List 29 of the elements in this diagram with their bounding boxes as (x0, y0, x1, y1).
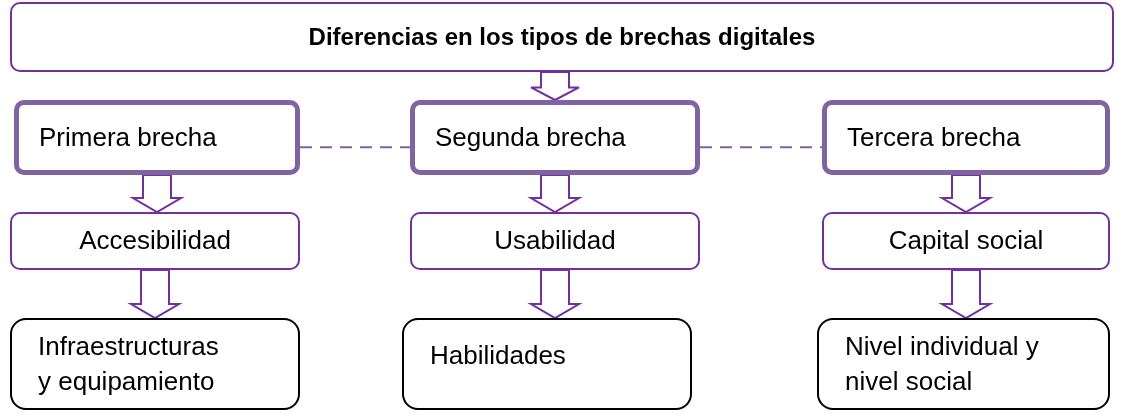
block-arrow (938, 174, 994, 214)
result-box (402, 318, 692, 410)
box-label: Primera brecha (39, 120, 217, 154)
title-box (10, 2, 1114, 72)
dashed-connector (299, 146, 411, 149)
box-label: Accesibilidad (79, 224, 231, 258)
box-label: Capital social (888, 224, 1044, 258)
block-arrow (938, 269, 994, 320)
block-arrow (527, 174, 583, 214)
category-box (410, 100, 700, 175)
category-box (14, 100, 300, 175)
result-box (817, 318, 1110, 410)
process-box (822, 212, 1110, 270)
box-label: Segunda brecha (435, 120, 626, 154)
box-label: Habilidades (430, 339, 566, 372)
process-box (10, 212, 300, 270)
category-box (822, 100, 1110, 175)
box-label: Diferencias en los tipos de brechas digitales (308, 21, 816, 52)
result-box (10, 318, 300, 410)
block-arrow (527, 269, 583, 320)
process-box (410, 212, 700, 270)
block-arrow (127, 269, 183, 320)
block-arrow (530, 71, 580, 102)
box-label: Infraestructuras y equipamiento (38, 329, 220, 398)
box-label: Nivel individual y nivel social (845, 329, 1040, 398)
block-arrow (129, 174, 185, 214)
dashed-connector (699, 146, 823, 149)
box-label: Tercera brecha (847, 120, 1021, 154)
box-label: Usabilidad (494, 224, 616, 258)
